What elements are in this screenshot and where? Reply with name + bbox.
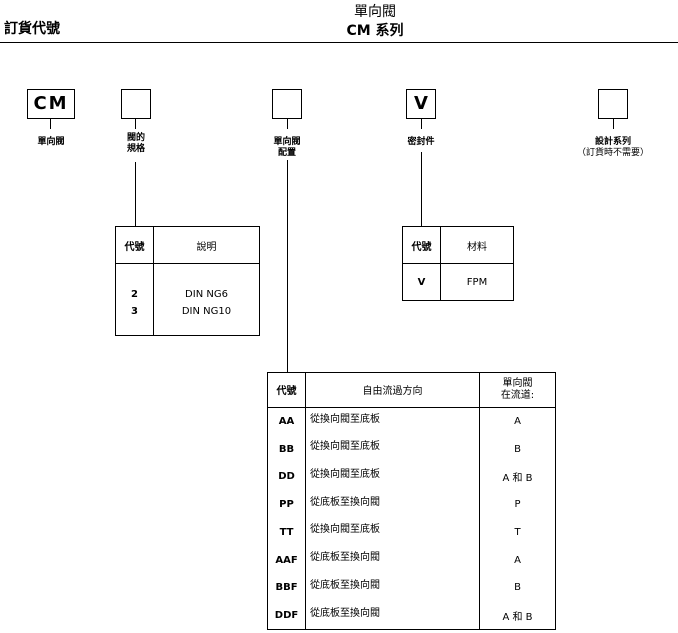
seal-row-code: V	[402, 263, 441, 301]
size-header-description: 說明	[196, 241, 217, 253]
label-check-valve: 單向閥	[37, 137, 65, 147]
code-box-config	[272, 89, 302, 119]
config-row-code: DDF	[267, 601, 306, 630]
config-header-flow-direction: 自由流過方向	[305, 372, 480, 408]
config-row-check-valve-in: A	[514, 554, 521, 566]
connector-tick	[135, 119, 136, 129]
code-box-seal: V	[406, 89, 436, 119]
label-design-series-note: （訂貨時不需要）	[576, 148, 649, 158]
connector-line-config	[287, 160, 288, 372]
config-row-flow-direction: 從換向閥至底板	[305, 518, 480, 547]
config-row-code: TT	[267, 518, 306, 547]
label-design-series: 設計系列	[594, 137, 631, 147]
config-row-check-valve-in: T	[514, 526, 521, 538]
code-box-size	[121, 89, 151, 119]
connector-line-seal	[421, 152, 422, 226]
config-row-code: AAF	[267, 546, 306, 574]
size-table: 代號 說明 2 DIN NG6 3 DIN NG10	[115, 226, 260, 336]
size-row-description: DIN NG10	[181, 305, 232, 317]
config-row-code: DD	[267, 462, 306, 491]
config-row-flow-direction: 從換向閥至底板	[305, 407, 480, 436]
config-row-check-valve-in: A 和 B	[502, 611, 533, 623]
code-box-design-series	[598, 89, 628, 119]
config-row-flow-direction: 從底板至換向閥	[305, 546, 480, 574]
config-row-check-valve-in: P	[514, 499, 521, 511]
size-header-code: 代號	[115, 226, 154, 264]
seal-header-material: 材料	[467, 241, 487, 253]
config-header-code: 代號	[267, 372, 306, 408]
connector-tick	[50, 119, 51, 129]
seal-row-material: FPM	[466, 276, 488, 288]
size-row-description: DIN NG6	[185, 288, 228, 300]
size-row-code: 3	[115, 299, 154, 336]
seal-table: 代號 材料 V FPM	[402, 226, 514, 301]
config-row-check-valve-in: B	[514, 443, 521, 455]
label-seal: 密封件	[407, 137, 435, 147]
config-row-code: PP	[267, 490, 306, 519]
config-row-code: BBF	[267, 573, 306, 602]
config-row-code: AA	[267, 407, 306, 436]
label-valve-config: 單向閥 配置	[273, 137, 301, 158]
config-row-flow-direction: 從底板至換向閥	[305, 573, 480, 602]
title-line-2: CM 系列	[346, 23, 404, 39]
code-box-type: CM	[27, 89, 75, 119]
order-code-heading: 訂貨代號	[4, 21, 60, 37]
config-row-code: BB	[267, 435, 306, 463]
header-divider	[0, 42, 678, 43]
config-row-flow-direction: 從底板至換向閥	[305, 601, 480, 630]
connector-tick	[287, 119, 288, 129]
seal-header-code: 代號	[402, 226, 441, 264]
connector-tick	[421, 119, 422, 129]
config-row-check-valve-in: B	[514, 582, 521, 594]
connector-tick	[613, 119, 614, 129]
config-header-check-valve-in: 單向閥 在流道:	[500, 377, 535, 401]
config-row-check-valve-in: A	[514, 416, 521, 428]
size-row-code: 2	[115, 263, 154, 300]
config-row-flow-direction: 從換向閥至底板	[305, 435, 480, 463]
config-row-flow-direction: 從底板至換向閥	[305, 490, 480, 519]
label-valve-size: 閥的 規格	[126, 133, 145, 154]
config-row-flow-direction: 從換向閥至底板	[305, 462, 480, 491]
connector-line-size	[135, 162, 136, 226]
title-line-1: 單向閥	[354, 4, 396, 20]
config-row-check-valve-in: A 和 B	[502, 473, 533, 485]
